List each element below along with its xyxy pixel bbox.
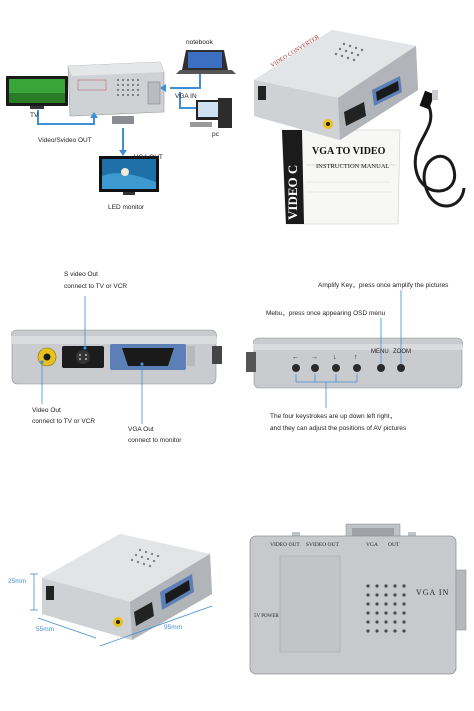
out-port-label: OUT (388, 542, 400, 548)
product-photo: VIDEO CONVERTER VIDEO C VGA TO VIDEO INS… (240, 20, 470, 225)
video-out-label-1: Video Out (32, 407, 61, 414)
svideo-label-1: S video Out (64, 271, 98, 278)
tv-image (6, 76, 68, 109)
product-photo-art (254, 30, 466, 225)
control-keys-diagram: ← → ↓ ↑ Amplify Key，press once amplify t… (240, 270, 474, 440)
vga-out-label-1: VGA Out (128, 426, 154, 433)
menu-text: MENU (371, 349, 389, 355)
video-out-port-label: VIDEO OUT (270, 542, 300, 548)
video-out-label: Video/Svideo OUT (38, 137, 92, 144)
amplify-key-label: Amplify Key，press once amplify the pictu… (318, 282, 449, 289)
keystrokes-label-2: and they can adjust the positions of AV … (270, 425, 407, 432)
dimension-lines (30, 573, 213, 647)
vga-out-label: VGA OUT (134, 154, 163, 161)
leader-lines (41, 296, 143, 424)
power-cable-image (413, 103, 466, 208)
vga-port-label: VGA (366, 542, 378, 548)
tv-label: TV (30, 112, 39, 119)
key-leader-lines (295, 290, 402, 408)
width-dimension: 95mm (164, 624, 183, 631)
depth-dimension: 55mm (36, 626, 55, 633)
height-dimension: 25mm (8, 578, 27, 585)
connection-arrows (37, 74, 201, 150)
vga-in-label: VGA IN (175, 93, 197, 100)
converter-device-image (254, 30, 418, 140)
svg-text:↓: ↓ (333, 354, 337, 361)
manual-side-text: VIDEO C (285, 164, 300, 220)
pc-label: pc (212, 131, 219, 138)
pc-image (190, 98, 232, 128)
notebook-image (176, 50, 236, 74)
back-panel-art: ← → ↓ ↑ (246, 290, 463, 408)
front-panel-art (11, 296, 222, 424)
vga-in-port-label: VGA IN (416, 588, 450, 597)
dimensions-art (30, 534, 213, 647)
manual-image (281, 129, 401, 225)
led-monitor-image (99, 156, 159, 195)
dimensions-diagram: 25mm 55mm 95mm (0, 510, 240, 690)
manual-title-text: VGA TO VIDEO (312, 146, 386, 157)
connection-diagram: notebook TV VGA IN pc Video/Svideo OUT V… (0, 0, 240, 230)
top-view-photo: VIDEO OUT SVIDEO OUT VGA OUT VGA IN 5V P… (242, 520, 472, 690)
svg-text:→: → (311, 354, 318, 361)
svideo-label-2: connect to TV or VCR (64, 283, 128, 290)
keystrokes-label-1: The four keystrokes are up down left rig… (270, 413, 397, 420)
svideo-out-port-label: SVIDEO OUT (306, 542, 339, 548)
notebook-label: notebook (186, 39, 213, 46)
converter-image (67, 61, 165, 124)
menu-key-label: Mebu，press once appearing OSD menu (266, 310, 386, 317)
svg-text:↑: ↑ (354, 354, 358, 361)
vga-out-label-2: connect to monitor (128, 437, 182, 444)
power-port-label: 5V POWER (254, 614, 279, 619)
connection-diagram-art (6, 50, 236, 195)
video-out-label-2: connect to TV or VCR (32, 418, 96, 425)
svg-text:←: ← (292, 354, 299, 361)
top-view-art (249, 523, 467, 675)
zoom-text: ZOOM (393, 349, 411, 355)
front-ports-diagram: S video Out connect to TV or VCR Video O… (0, 260, 240, 450)
manual-subtitle-text: INSTRUCTION MANUAL (316, 163, 390, 170)
led-monitor-label: LED monitor (108, 204, 145, 211)
